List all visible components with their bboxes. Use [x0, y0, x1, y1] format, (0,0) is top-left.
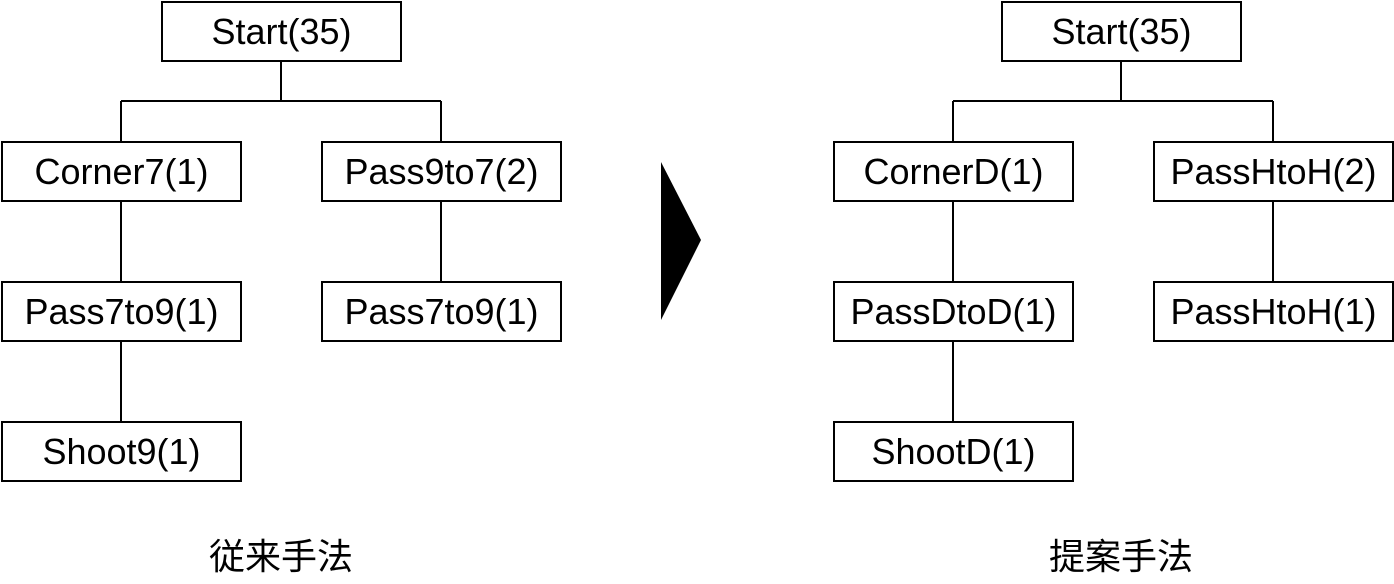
right-branch-a-level2: PassDtoD(1)	[833, 281, 1074, 342]
left-branch-a-level2: Pass7to9(1)	[1, 281, 242, 342]
left-tree-connectors	[120, 62, 442, 422]
left-branch-b-level2: Pass7to9(1)	[321, 281, 562, 342]
right-root-node: Start(35)	[1001, 1, 1242, 62]
right-branch-b-level2: PassHtoH(1)	[1153, 281, 1394, 342]
right-branch-a-level3: ShootD(1)	[833, 421, 1074, 482]
left-branch-b-level1: Pass9to7(2)	[321, 141, 562, 202]
right-triangle-arrow-icon	[661, 162, 701, 320]
left-branch-a-level1: Corner7(1)	[1, 141, 242, 202]
right-tree-connectors	[952, 62, 1274, 422]
right-branch-b-level1: PassHtoH(2)	[1153, 141, 1394, 202]
right-branch-a-level1: CornerD(1)	[833, 141, 1074, 202]
right-caption: 提案手法	[1048, 537, 1193, 578]
left-caption: 従来手法	[208, 537, 353, 578]
left-root-node: Start(35)	[161, 1, 402, 62]
left-branch-a-level3: Shoot9(1)	[1, 421, 242, 482]
